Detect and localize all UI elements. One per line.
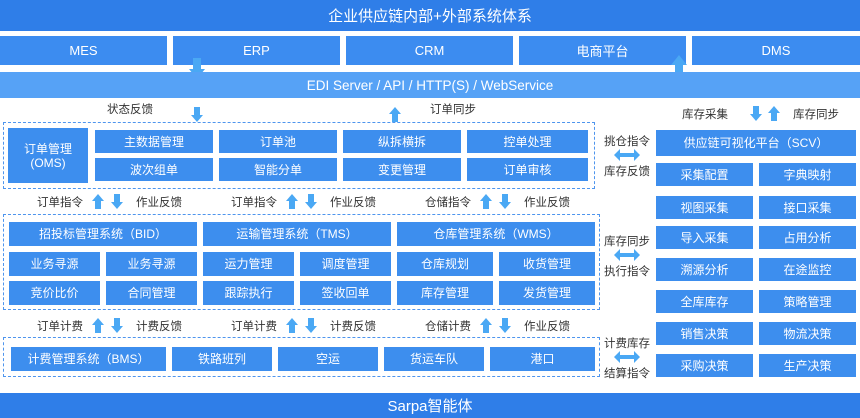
scv-item: 全库库存 xyxy=(656,290,753,313)
arrow-up-icon xyxy=(389,107,401,122)
mid-module: 业务寻源 xyxy=(106,252,197,276)
inventory-sync-label: 库存同步 xyxy=(604,236,650,248)
execution-command-label: 执行指令 xyxy=(604,266,650,278)
arrow-down-icon xyxy=(111,194,123,209)
operation-feedback-label: 作业反馈 xyxy=(524,197,570,209)
scv-item: 占用分析 xyxy=(759,226,856,249)
mid-module: 运力管理 xyxy=(203,252,294,276)
scv-item: 生产决策 xyxy=(759,354,856,377)
billing-feedback-label: 计费反馈 xyxy=(330,321,376,333)
billing-feedback-label: 计费反馈 xyxy=(136,321,182,333)
bms-module: 空运 xyxy=(278,347,378,371)
system-dms: DMS xyxy=(692,36,860,65)
operation-feedback-label: 作业反馈 xyxy=(136,197,182,209)
arrow-up-icon xyxy=(671,55,687,76)
operation-feedback-label: 作业反馈 xyxy=(330,197,376,209)
oms-main: 订单管理 (OMS) xyxy=(8,128,88,183)
system-crm: CRM xyxy=(346,36,513,65)
double-arrow-icon xyxy=(614,351,640,363)
arrow-up-icon xyxy=(286,318,298,333)
operation-feedback-label: 作业反馈 xyxy=(524,321,570,333)
mid-module: 收货管理 xyxy=(499,252,595,276)
oms-module: 变更管理 xyxy=(343,158,461,181)
edi-bar: EDI Server / API / HTTP(S) / WebService xyxy=(0,72,860,98)
status-feedback-label: 状态反馈 xyxy=(107,104,153,116)
order-command-label: 订单指令 xyxy=(37,197,83,209)
warehouse-command-label: 仓储指令 xyxy=(425,197,471,209)
bottom-title: Sarpa智能体 xyxy=(0,393,860,418)
inventory-collect-label: 库存采集 xyxy=(682,109,728,121)
mid-module: 跟踪执行 xyxy=(203,281,294,305)
mid-module: 仓库规划 xyxy=(397,252,493,276)
arrow-up-icon xyxy=(480,194,492,209)
bms-main: 计费管理系统（BMS） xyxy=(11,347,166,371)
double-arrow-icon xyxy=(614,149,640,161)
mid-module: 签收回单 xyxy=(300,281,391,305)
oms-module: 主数据管理 xyxy=(95,130,213,153)
scv-item: 导入采集 xyxy=(656,226,753,249)
arrow-up-icon xyxy=(768,106,780,121)
bms-module: 铁路班列 xyxy=(172,347,272,371)
oms-module: 订单审核 xyxy=(467,158,588,181)
arrow-down-icon xyxy=(499,318,511,333)
arrow-up-icon xyxy=(92,194,104,209)
pick-command-label: 挑仓指令 xyxy=(604,136,650,148)
oms-module: 纵拆横拆 xyxy=(343,130,461,153)
double-arrow-icon xyxy=(614,249,640,261)
bms-module: 货运车队 xyxy=(384,347,484,371)
mid-module: 发货管理 xyxy=(499,281,595,305)
settlement-command-label: 结算指令 xyxy=(604,368,650,380)
scv-title: 供应链可视化平台（SCV） xyxy=(656,130,856,156)
mid-module: 业务寻源 xyxy=(9,252,100,276)
arrow-up-icon xyxy=(92,318,104,333)
mid-module: 库存管理 xyxy=(397,281,493,305)
scv-item: 接口采集 xyxy=(759,196,856,219)
arrow-down-icon xyxy=(499,194,511,209)
scv-item: 视图采集 xyxy=(656,196,753,219)
warehouse-billing-label: 仓储计费 xyxy=(425,321,471,333)
arrow-down-icon xyxy=(111,318,123,333)
tms-header: 运输管理系统（TMS） xyxy=(203,222,391,246)
billing-inventory-label: 计费库存 xyxy=(604,338,650,350)
arrow-up-icon xyxy=(286,194,298,209)
system-mes: MES xyxy=(0,36,167,65)
scv-item: 溯源分析 xyxy=(656,258,753,281)
oms-module: 智能分单 xyxy=(219,158,337,181)
scv-item: 销售决策 xyxy=(656,322,753,345)
arrow-down-icon xyxy=(305,194,317,209)
system-ecommerce: 电商平台 xyxy=(519,36,686,65)
mid-module: 调度管理 xyxy=(300,252,391,276)
arrow-up-icon xyxy=(480,318,492,333)
oms-module: 控单处理 xyxy=(467,130,588,153)
inventory-sync-label: 库存同步 xyxy=(793,109,839,121)
bms-module: 港口 xyxy=(490,347,595,371)
arrow-down-icon xyxy=(305,318,317,333)
mid-module: 合同管理 xyxy=(106,281,197,305)
scv-item: 物流决策 xyxy=(759,322,856,345)
scv-item: 策略管理 xyxy=(759,290,856,313)
oms-module: 波次组单 xyxy=(95,158,213,181)
arrow-down-icon xyxy=(750,106,762,121)
top-title: 企业供应链内部+外部系统体系 xyxy=(0,0,860,31)
arrow-down-icon xyxy=(191,107,203,122)
order-command-label: 订单指令 xyxy=(231,197,277,209)
bid-header: 招投标管理系统（BID） xyxy=(9,222,197,246)
wms-header: 仓库管理系统（WMS） xyxy=(397,222,595,246)
mid-module: 竞价比价 xyxy=(9,281,100,305)
inventory-feedback-label: 库存反馈 xyxy=(604,166,650,178)
scv-item: 字典映射 xyxy=(759,163,856,186)
order-billing-label: 订单计费 xyxy=(37,321,83,333)
oms-module: 订单池 xyxy=(219,130,337,153)
scv-item: 在途监控 xyxy=(759,258,856,281)
scv-item: 采购决策 xyxy=(656,354,753,377)
order-sync-label: 订单同步 xyxy=(430,104,476,116)
order-billing-label: 订单计费 xyxy=(231,321,277,333)
scv-item: 采集配置 xyxy=(656,163,753,186)
